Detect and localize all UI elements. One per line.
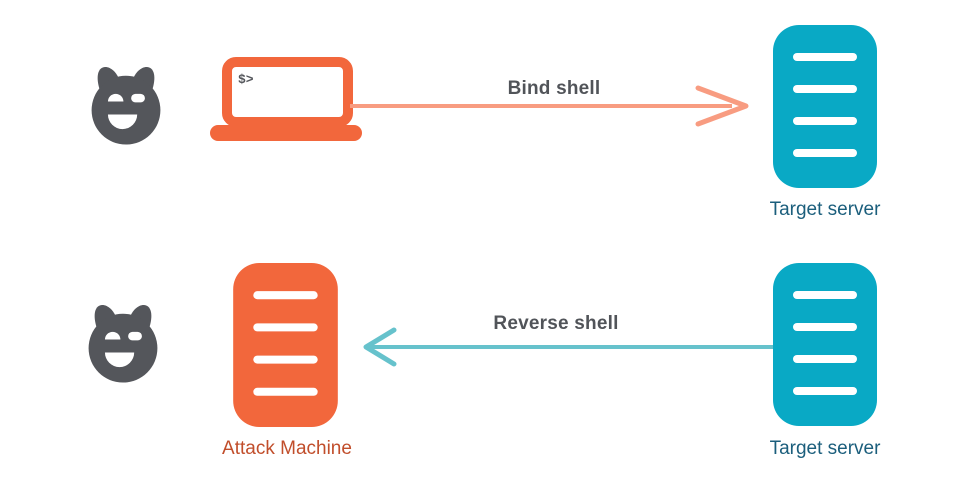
bind-shell-arrow <box>350 85 749 127</box>
devil-right-eye <box>131 93 145 103</box>
target-server-icon-top <box>773 25 877 188</box>
terminal-prompt: $> <box>238 72 254 87</box>
devil-mouth <box>104 352 135 368</box>
devil-right-eye <box>128 331 142 341</box>
server-slot <box>793 323 857 331</box>
reverse-shell-label: Reverse shell <box>493 313 619 334</box>
server-slot <box>253 355 318 364</box>
server-slot <box>793 387 857 395</box>
laptop-terminal-icon: $> <box>210 57 362 141</box>
server-slot <box>253 387 318 396</box>
arrow-head-left <box>363 327 397 367</box>
server-slot <box>793 85 857 93</box>
devil-left-eye <box>107 93 124 102</box>
reverse-shell-arrow <box>363 327 773 367</box>
server-slot <box>253 323 318 332</box>
server-slot <box>793 117 857 125</box>
arrow-head-right <box>695 85 749 127</box>
devil-left-eye <box>104 331 121 340</box>
target-server-label-bottom: Target server <box>769 438 881 459</box>
devil-face-icon <box>88 305 158 383</box>
laptop-base <box>210 125 362 141</box>
devil-head <box>88 313 158 383</box>
devil-head <box>91 75 161 145</box>
server-slot <box>793 149 857 157</box>
devil-face-icon <box>91 67 161 145</box>
server-body <box>773 25 877 188</box>
server-body <box>233 263 338 427</box>
server-slot <box>793 53 857 61</box>
server-slot <box>793 355 857 363</box>
bind-shell-label: Bind shell <box>507 78 601 99</box>
laptop-screen <box>222 57 353 127</box>
target-server-icon-bottom <box>773 263 877 426</box>
attack-machine-label: Attack Machine <box>222 438 352 459</box>
server-slot <box>793 291 857 299</box>
attack-machine-icon <box>233 263 338 427</box>
target-server-label-top: Target server <box>769 199 881 220</box>
server-body <box>773 263 877 426</box>
devil-mouth <box>107 114 138 130</box>
server-slot <box>253 291 318 300</box>
